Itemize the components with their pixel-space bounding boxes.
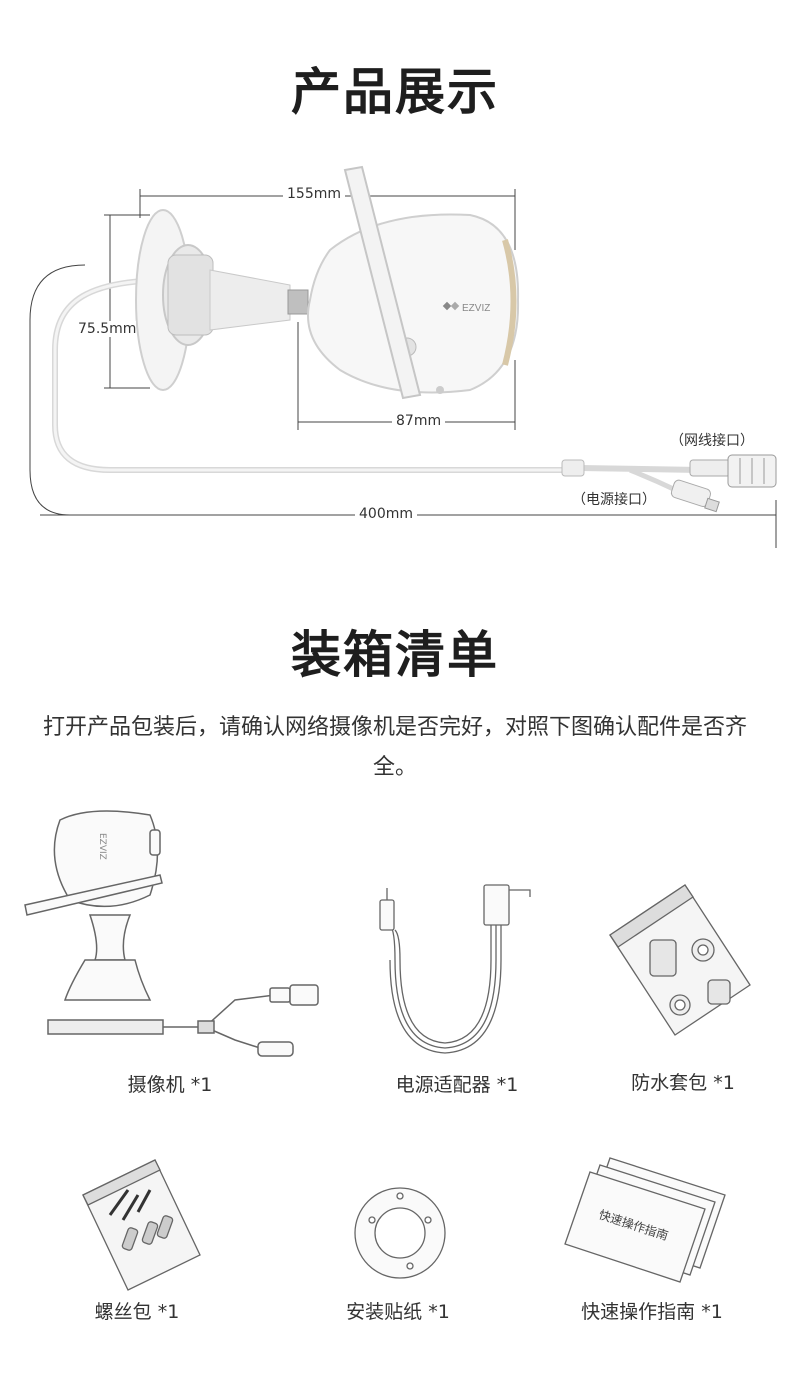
camera-icon: EZVIZ [24, 810, 319, 1057]
network-connector [689, 454, 777, 488]
wall-mount [135, 209, 309, 391]
screw-pack-icon [82, 1159, 201, 1291]
item-label-screw-pack: 螺丝包 *1 [94, 1301, 180, 1323]
power-port-label: （电源接口） [572, 492, 656, 508]
dimension-width-top: 155mm [283, 186, 345, 202]
dimension-cable-length: 400mm [355, 506, 417, 522]
item-label-mounting-sticker: 安装贴纸 *1 [346, 1301, 450, 1323]
power-adapter-icon [379, 884, 531, 1054]
network-port-label: （网线接口） [670, 433, 754, 449]
power-connector [629, 467, 720, 513]
dimension-width-bottom: 87mm [392, 413, 446, 429]
item-label-quick-guide: 快速操作指南 *1 [581, 1301, 723, 1323]
quick-guide-icon: 快速操作指南 [564, 1157, 726, 1283]
item-label-power-adapter: 电源适配器 *1 [395, 1074, 519, 1096]
ezviz-logo: EZVIZ [442, 301, 490, 314]
section-title-packing-list: 装箱清单 [291, 626, 499, 684]
brand-logo-text: EZVIZ [462, 303, 490, 314]
waterproof-kit-icon [609, 884, 751, 1036]
svg-text:EZVIZ: EZVIZ [97, 833, 107, 860]
section-title-product-display: 产品展示 [291, 63, 499, 121]
antenna [343, 165, 422, 400]
item-label-camera: 摄像机 *1 [127, 1074, 213, 1096]
dimension-height-left: 75.5mm [78, 321, 137, 337]
packing-intro-text: 打开产品包装后，请确认网络摄像机是否完好，对照下图确认配件是否齐全。 [42, 715, 747, 780]
item-label-waterproof-kit: 防水套包 *1 [631, 1072, 735, 1094]
camera-body [307, 213, 520, 394]
mounting-sticker-icon [354, 1187, 446, 1279]
